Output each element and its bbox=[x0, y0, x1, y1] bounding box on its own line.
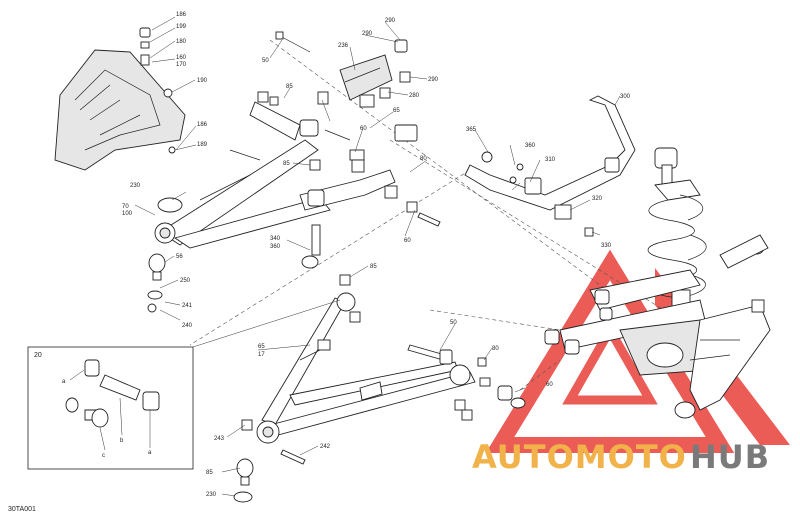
detail-letter-a2: a bbox=[148, 450, 152, 456]
callout: 236 bbox=[338, 43, 349, 49]
callout: 170 bbox=[176, 62, 187, 68]
upper-a-arm bbox=[154, 101, 396, 249]
callout: 65 bbox=[258, 344, 265, 350]
lower-a-arm bbox=[256, 292, 476, 444]
detail-letter-a1: a bbox=[62, 379, 66, 385]
callout: 230 bbox=[130, 183, 141, 189]
watermark-text-part1: AUTOMOTO bbox=[472, 438, 687, 476]
knuckle-assembly bbox=[544, 269, 771, 419]
bolts-top bbox=[257, 31, 441, 227]
callout: 100 bbox=[122, 211, 133, 217]
callout: 290 bbox=[385, 18, 396, 24]
construction-lines bbox=[189, 39, 681, 391]
detail-letter-b: b bbox=[120, 438, 124, 444]
hardware-lower bbox=[241, 274, 526, 465]
callout: 230 bbox=[206, 492, 217, 498]
callout: 50 bbox=[262, 58, 269, 64]
callout: 340 bbox=[270, 236, 281, 242]
callout: 300 bbox=[620, 94, 631, 100]
callout: 80 bbox=[420, 156, 427, 162]
callout: 310 bbox=[545, 157, 556, 163]
callout: 250 bbox=[180, 278, 191, 284]
watermark-text-part2: HUB bbox=[690, 438, 770, 476]
callout: 242 bbox=[320, 444, 331, 450]
diagram-code: 30TA001 bbox=[8, 506, 36, 513]
callout: 60 bbox=[546, 382, 553, 388]
callout: 240 bbox=[182, 323, 193, 329]
watermark-text: AUTOMOTO HUB bbox=[472, 438, 770, 476]
callout: 85 bbox=[206, 470, 213, 476]
callout: 70 bbox=[122, 204, 129, 210]
callout: 65 bbox=[393, 108, 400, 114]
callout: 180 bbox=[176, 39, 187, 45]
callout-labels: 186 199 180 160 170 190 186 189 230 70 1… bbox=[122, 12, 631, 498]
ball-joint-upper bbox=[147, 197, 183, 313]
callout: 60 bbox=[404, 238, 411, 244]
callout: 365 bbox=[466, 127, 477, 133]
tie-rod-end bbox=[301, 224, 321, 269]
stabilizer-bar bbox=[464, 95, 636, 237]
watermark-triangle-inner bbox=[562, 320, 658, 405]
hardware-top-left bbox=[139, 27, 151, 66]
callout: 330 bbox=[601, 243, 612, 249]
callout: 190 bbox=[197, 78, 208, 84]
callout: 360 bbox=[525, 143, 536, 149]
ball-joint-lower bbox=[233, 458, 254, 503]
callout: 290 bbox=[362, 31, 373, 37]
callout: 290 bbox=[428, 77, 439, 83]
callout: 243 bbox=[214, 436, 225, 442]
callout: 320 bbox=[592, 196, 603, 202]
callout: 85 bbox=[283, 161, 290, 167]
callout: 241 bbox=[182, 303, 193, 309]
bracket bbox=[339, 39, 411, 108]
callout: 186 bbox=[176, 12, 187, 18]
splash-guard bbox=[54, 49, 186, 171]
callout: 186 bbox=[197, 122, 208, 128]
callout: 199 bbox=[176, 24, 187, 30]
callout: 280 bbox=[409, 93, 420, 99]
detail-box-number: 20 bbox=[34, 352, 42, 359]
callout: 56 bbox=[176, 254, 183, 260]
callout: 85 bbox=[370, 264, 377, 270]
callout: 50 bbox=[450, 320, 457, 326]
callout: 60 bbox=[360, 126, 367, 132]
detail-box: 20 a b c a bbox=[27, 299, 341, 470]
callout: 189 bbox=[197, 142, 208, 148]
leader-lines bbox=[134, 16, 621, 497]
callout: 17 bbox=[258, 352, 265, 358]
callout: 160 bbox=[176, 55, 187, 61]
callout: 360 bbox=[270, 244, 281, 250]
detail-letter-c: c bbox=[102, 453, 105, 459]
callout: 85 bbox=[286, 84, 293, 90]
callout: 80 bbox=[492, 346, 499, 352]
